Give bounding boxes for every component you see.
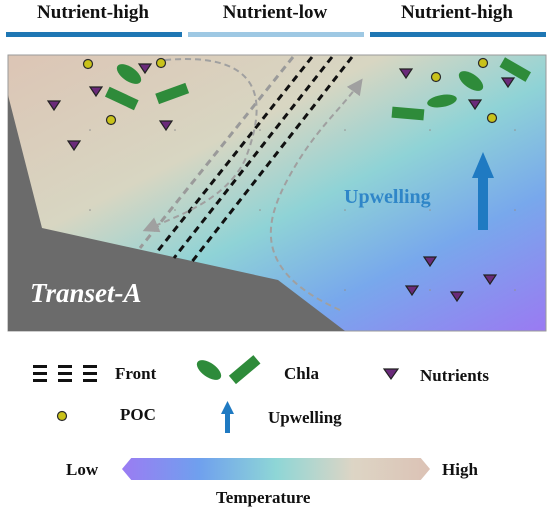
temperature-high-label: High <box>442 460 478 479</box>
header-bar-middle <box>188 32 364 37</box>
header-bar-right <box>370 32 546 37</box>
header-nutrient-low: Nutrient-low <box>222 2 328 23</box>
legend-poc-icon <box>56 410 68 422</box>
chla-cluster-right <box>391 57 531 121</box>
legend-upwelling-label: Upwelling <box>268 408 342 427</box>
legend-chla-icon <box>196 355 261 385</box>
temperature-title: Temperature <box>216 488 311 507</box>
legend-front-label: Front <box>115 364 157 383</box>
legend-chla-label: Chla <box>284 364 319 383</box>
region-label: Transet-A <box>30 278 142 308</box>
nutrients-cluster-right-bottom <box>404 256 498 303</box>
land-mass <box>8 95 345 331</box>
header-nutrient-high-left: Nutrient-high <box>37 2 149 23</box>
poc-cluster-right <box>430 57 498 124</box>
header-bar-left <box>6 32 182 37</box>
header-nutrient-high-right: Nutrient-high <box>401 2 513 23</box>
legend-nutrients-icon <box>382 368 400 381</box>
upwelling-label: Upwelling <box>344 186 431 208</box>
legend-upwelling-icon <box>221 401 234 433</box>
upwelling-arrow-icon <box>472 152 494 230</box>
nutrients-cluster-right-top <box>398 68 516 111</box>
poc-cluster-left <box>82 57 167 126</box>
nutrients-cluster-left <box>46 63 174 152</box>
front-lines <box>155 56 354 264</box>
temperature-gradient-bar <box>122 458 430 480</box>
front-line-gray <box>138 56 295 249</box>
legend-nutrients-label: Nutrients <box>420 366 489 385</box>
temperature-low-label: Low <box>66 460 99 479</box>
current-arrow-right <box>269 78 363 311</box>
legend-front-icon <box>33 365 97 382</box>
chla-cluster-left <box>104 64 190 111</box>
legend-poc-label: POC <box>120 405 156 424</box>
current-arrow-left <box>142 58 258 233</box>
